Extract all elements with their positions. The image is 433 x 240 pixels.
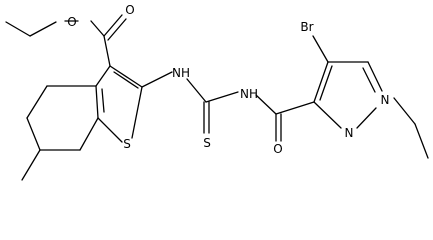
bond-c2-s xyxy=(131,86,143,139)
bond-ester-c3 xyxy=(103,35,111,67)
atom-br: Br xyxy=(300,20,313,34)
bond-c7a-c3a xyxy=(95,85,99,119)
bond-co-pyrazole xyxy=(275,101,315,115)
bond-c7-c7a xyxy=(79,117,99,151)
bond-pz-c5-n1-b xyxy=(362,67,376,93)
bond-c5-c6 xyxy=(26,117,41,151)
bond-cs-nh xyxy=(205,91,239,103)
bond-pz-c3-c4 xyxy=(313,61,329,103)
bond-ester-o-c xyxy=(90,20,105,37)
bond-nh-cs xyxy=(186,78,207,103)
bond-c3a-c3 xyxy=(95,65,111,87)
bond-n1-ch2 xyxy=(393,97,416,125)
atom-s-thiophene: S xyxy=(123,137,131,151)
bonds xyxy=(5,14,429,181)
atom-nh-left: NH xyxy=(172,66,190,80)
molecule-structure: O O S NH S NH O Br N N xyxy=(5,3,429,181)
bond-pz-c3-c4-inner xyxy=(319,65,333,101)
bond-c4-br xyxy=(312,35,329,63)
atom-nh-right: NH xyxy=(240,87,258,101)
atom-labels: O O S NH S NH O Br N N xyxy=(67,3,389,156)
bond-ester-c-o-1 xyxy=(103,14,123,37)
bond-ethyl-ch2 xyxy=(29,21,57,37)
bond-ester-c-o-2 xyxy=(107,18,127,41)
bond-c2-nh xyxy=(141,71,173,88)
bond-nh-co xyxy=(255,94,277,115)
atom-s-thioxo: S xyxy=(203,136,211,150)
bond-s-c7a xyxy=(97,117,123,143)
bond-ch2-ch3 xyxy=(414,123,429,159)
bond-pz-c5-n1-a xyxy=(367,61,383,92)
bond-pz-n2-c3 xyxy=(313,101,342,129)
atom-o-amide: O xyxy=(273,142,282,156)
atom-o-ester-carbonyl: O xyxy=(125,3,134,17)
bond-pz-n1-n2 xyxy=(356,107,377,129)
bond-c4-c5 xyxy=(26,85,48,119)
bond-c3-c2-a xyxy=(109,65,143,88)
bond-c6-methyl xyxy=(21,149,41,181)
bond-ethyl-ch3 xyxy=(5,21,31,37)
bond-c7a-c3a-inner xyxy=(101,88,105,113)
atom-n1-pyrazole: N xyxy=(381,93,390,107)
atom-o-ester-alkyl: O xyxy=(67,15,76,29)
atom-n2-pyrazole: N xyxy=(345,126,354,140)
bond-c3-c2-b xyxy=(113,71,139,89)
